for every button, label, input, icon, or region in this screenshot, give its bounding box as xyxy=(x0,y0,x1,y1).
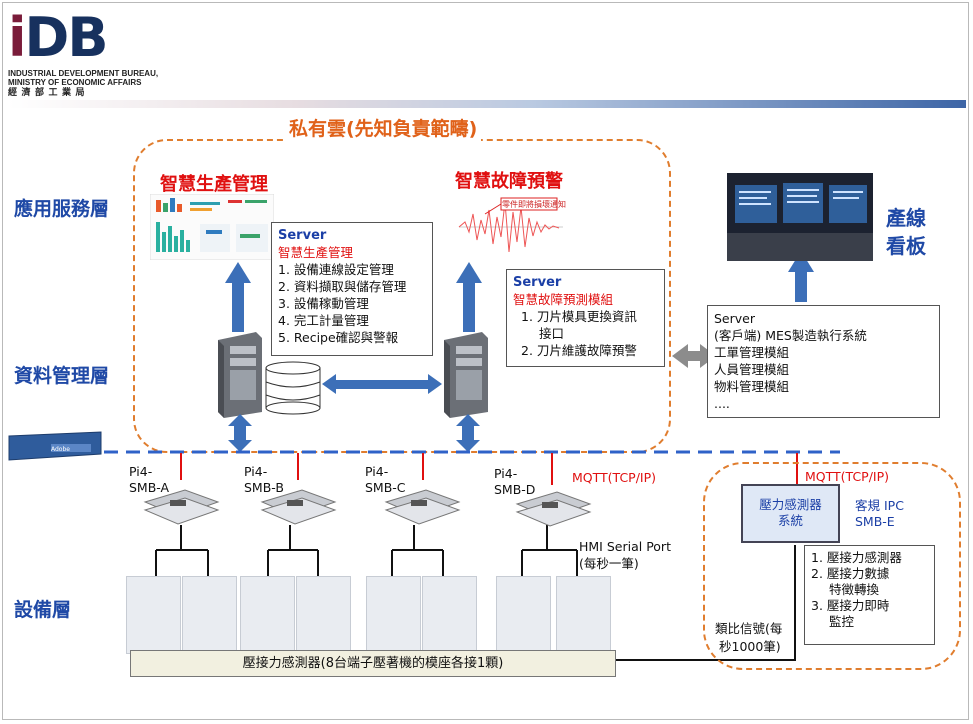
pi-board-a xyxy=(143,489,220,525)
smart-production-item-3: 3. 設備稼動管理 xyxy=(278,296,369,311)
ipc-item-3: 3. 壓接力即時 xyxy=(811,598,890,613)
client-line-1: (客戶端) MES製造執行系統 xyxy=(714,328,867,343)
client-line-5: .... xyxy=(714,396,730,411)
gateway-a-label-2: SMB-A xyxy=(129,480,170,495)
ipc-item-1: 1. 壓接力感測器 xyxy=(811,550,902,565)
client-line-2: 工單管理模組 xyxy=(714,345,790,360)
layer-data-label: 資料管理層 xyxy=(14,365,110,387)
pi-board-b xyxy=(260,489,337,525)
line-board-title-1: 產線 xyxy=(886,206,926,230)
logo-line1: INDUSTRIAL DEVELOPMENT BUREAU, xyxy=(8,69,159,78)
dashboard-thumbnail xyxy=(150,194,274,260)
crimping-machine-6 xyxy=(422,576,477,654)
gateway-d-label-1: Pi4- xyxy=(494,466,518,481)
header-band xyxy=(8,100,966,108)
network-appliance: Adobe xyxy=(8,431,102,461)
crimping-machine-4 xyxy=(296,576,351,654)
crimping-machine-8 xyxy=(556,576,611,654)
vibration-chart-thumbnail xyxy=(455,192,567,262)
smart-production-server-label: Server xyxy=(278,228,327,243)
smart-fault-item-1: 1. 刀片模具更換資訊 xyxy=(521,309,637,324)
ipc-item-2: 2. 壓接力數據 xyxy=(811,566,890,581)
layer-app-label: 應用服務層 xyxy=(14,198,110,220)
smart-fault-item-1b: 接口 xyxy=(539,326,565,341)
client-server-box: Server (客戶端) MES製造執行系統 工單管理模組 人員管理模組 物料管… xyxy=(707,305,940,418)
ipc-boundary xyxy=(703,462,961,670)
ipc-box-line2: 系統 xyxy=(777,513,803,528)
ipc-box-line1: 壓力感測器 xyxy=(759,497,822,512)
crimping-machine-2 xyxy=(182,576,237,654)
ipc-item-3b: 監控 xyxy=(829,614,855,629)
line-board-title-2: 看板 xyxy=(886,234,926,258)
private-cloud-title: 私有雲(先知負責範疇) xyxy=(285,114,482,141)
crimping-machine-3 xyxy=(240,576,295,654)
fault-chart-annotation: 零件即將損壞通知 xyxy=(502,200,566,209)
idb-logo: iDB xyxy=(8,6,108,69)
smart-fault-server-box: Server 智慧故障預測模組 1. 刀片模具更換資訊 接口 2. 刀片維護故障… xyxy=(506,269,665,367)
layer-device-label: 設備層 xyxy=(14,599,72,621)
analog-signal-label-1: 類比信號(每 xyxy=(715,621,783,636)
pressure-sensor-system-box: 壓力感測器 系統 xyxy=(741,484,840,543)
gateway-b-label-1: Pi4- xyxy=(244,464,268,479)
server-right xyxy=(444,332,488,418)
mqtt-right-label: MQTT(TCP/IP) xyxy=(805,469,890,484)
smart-fault-server-label: Server xyxy=(513,275,562,290)
gateway-c-label-1: Pi4- xyxy=(365,464,389,479)
logo-line3: 經 濟 部 工 業 局 xyxy=(8,87,86,97)
mqtt-drops xyxy=(180,453,798,485)
smart-production-item-1: 1. 設備連線設定管理 xyxy=(278,262,394,277)
smart-fault-module: 智慧故障預測模組 xyxy=(513,292,614,307)
svg-text:Adobe: Adobe xyxy=(51,446,70,453)
client-line-3: 人員管理模組 xyxy=(714,362,790,377)
crimping-machine-5 xyxy=(366,576,421,654)
ipc-item-2b: 特徵轉換 xyxy=(829,582,880,597)
server-left xyxy=(218,332,262,418)
pi-board-c xyxy=(384,489,461,525)
serial-wires xyxy=(155,525,796,661)
crimping-machine-7 xyxy=(496,576,551,654)
crimping-machine-1 xyxy=(126,576,181,654)
smart-fault-item-2: 2. 刀片維護故障預警 xyxy=(521,343,637,358)
arrow-server-gateway-right xyxy=(456,414,480,452)
smart-fault-title: 智慧故障預警 xyxy=(455,171,563,192)
arrow-up-board xyxy=(788,251,814,302)
ipc-label-1: 客規 IPC xyxy=(855,498,904,513)
client-line-4: 物料管理模組 xyxy=(714,379,790,394)
arrow-server-gateway-left xyxy=(228,414,252,452)
logo-line2: MINISTRY OF ECONOMIC AFFAIRS xyxy=(8,78,142,87)
arrow-up-fault xyxy=(456,262,482,332)
mqtt-left-label: MQTT(TCP/IP) xyxy=(572,470,657,485)
ipc-label-2: SMB-E xyxy=(855,514,895,529)
hmi-label-1: HMI Serial Port xyxy=(579,539,671,554)
hmi-label-2: (每秒一筆) xyxy=(579,556,639,571)
pi-board-d xyxy=(515,491,592,527)
gateway-d-label-2: SMB-D xyxy=(494,482,536,497)
arrow-up-production xyxy=(225,262,251,332)
gateway-a-label-1: Pi4- xyxy=(129,464,153,479)
smart-production-module: 智慧生產管理 xyxy=(278,245,354,260)
database-icon xyxy=(265,361,321,415)
smart-production-item-2: 2. 資料擷取與儲存管理 xyxy=(278,279,407,294)
line-board-photo xyxy=(727,173,873,261)
client-server-label: Server xyxy=(714,311,755,326)
smart-production-item-5: 5. Recipe確認與警報 xyxy=(278,330,399,345)
gateway-b-label-2: SMB-B xyxy=(244,480,284,495)
smart-production-title: 智慧生產管理 xyxy=(160,174,268,195)
analog-signal-label-2: 秒1000筆) xyxy=(719,639,781,654)
pressure-sensor-bar: 壓接力感測器(8台端子壓著機的模座各接1顆) xyxy=(130,650,616,677)
arrow-server-link xyxy=(322,374,442,394)
smart-production-server-box: Server 智慧生產管理 1. 設備連線設定管理 2. 資料擷取與儲存管理 3… xyxy=(271,222,433,356)
smart-production-item-4: 4. 完工計量管理 xyxy=(278,313,369,328)
ipc-function-box: 1. 壓接力感測器 2. 壓接力數據 特徵轉換 3. 壓接力即時 監控 xyxy=(804,545,935,645)
gateway-c-label-2: SMB-C xyxy=(365,480,406,495)
